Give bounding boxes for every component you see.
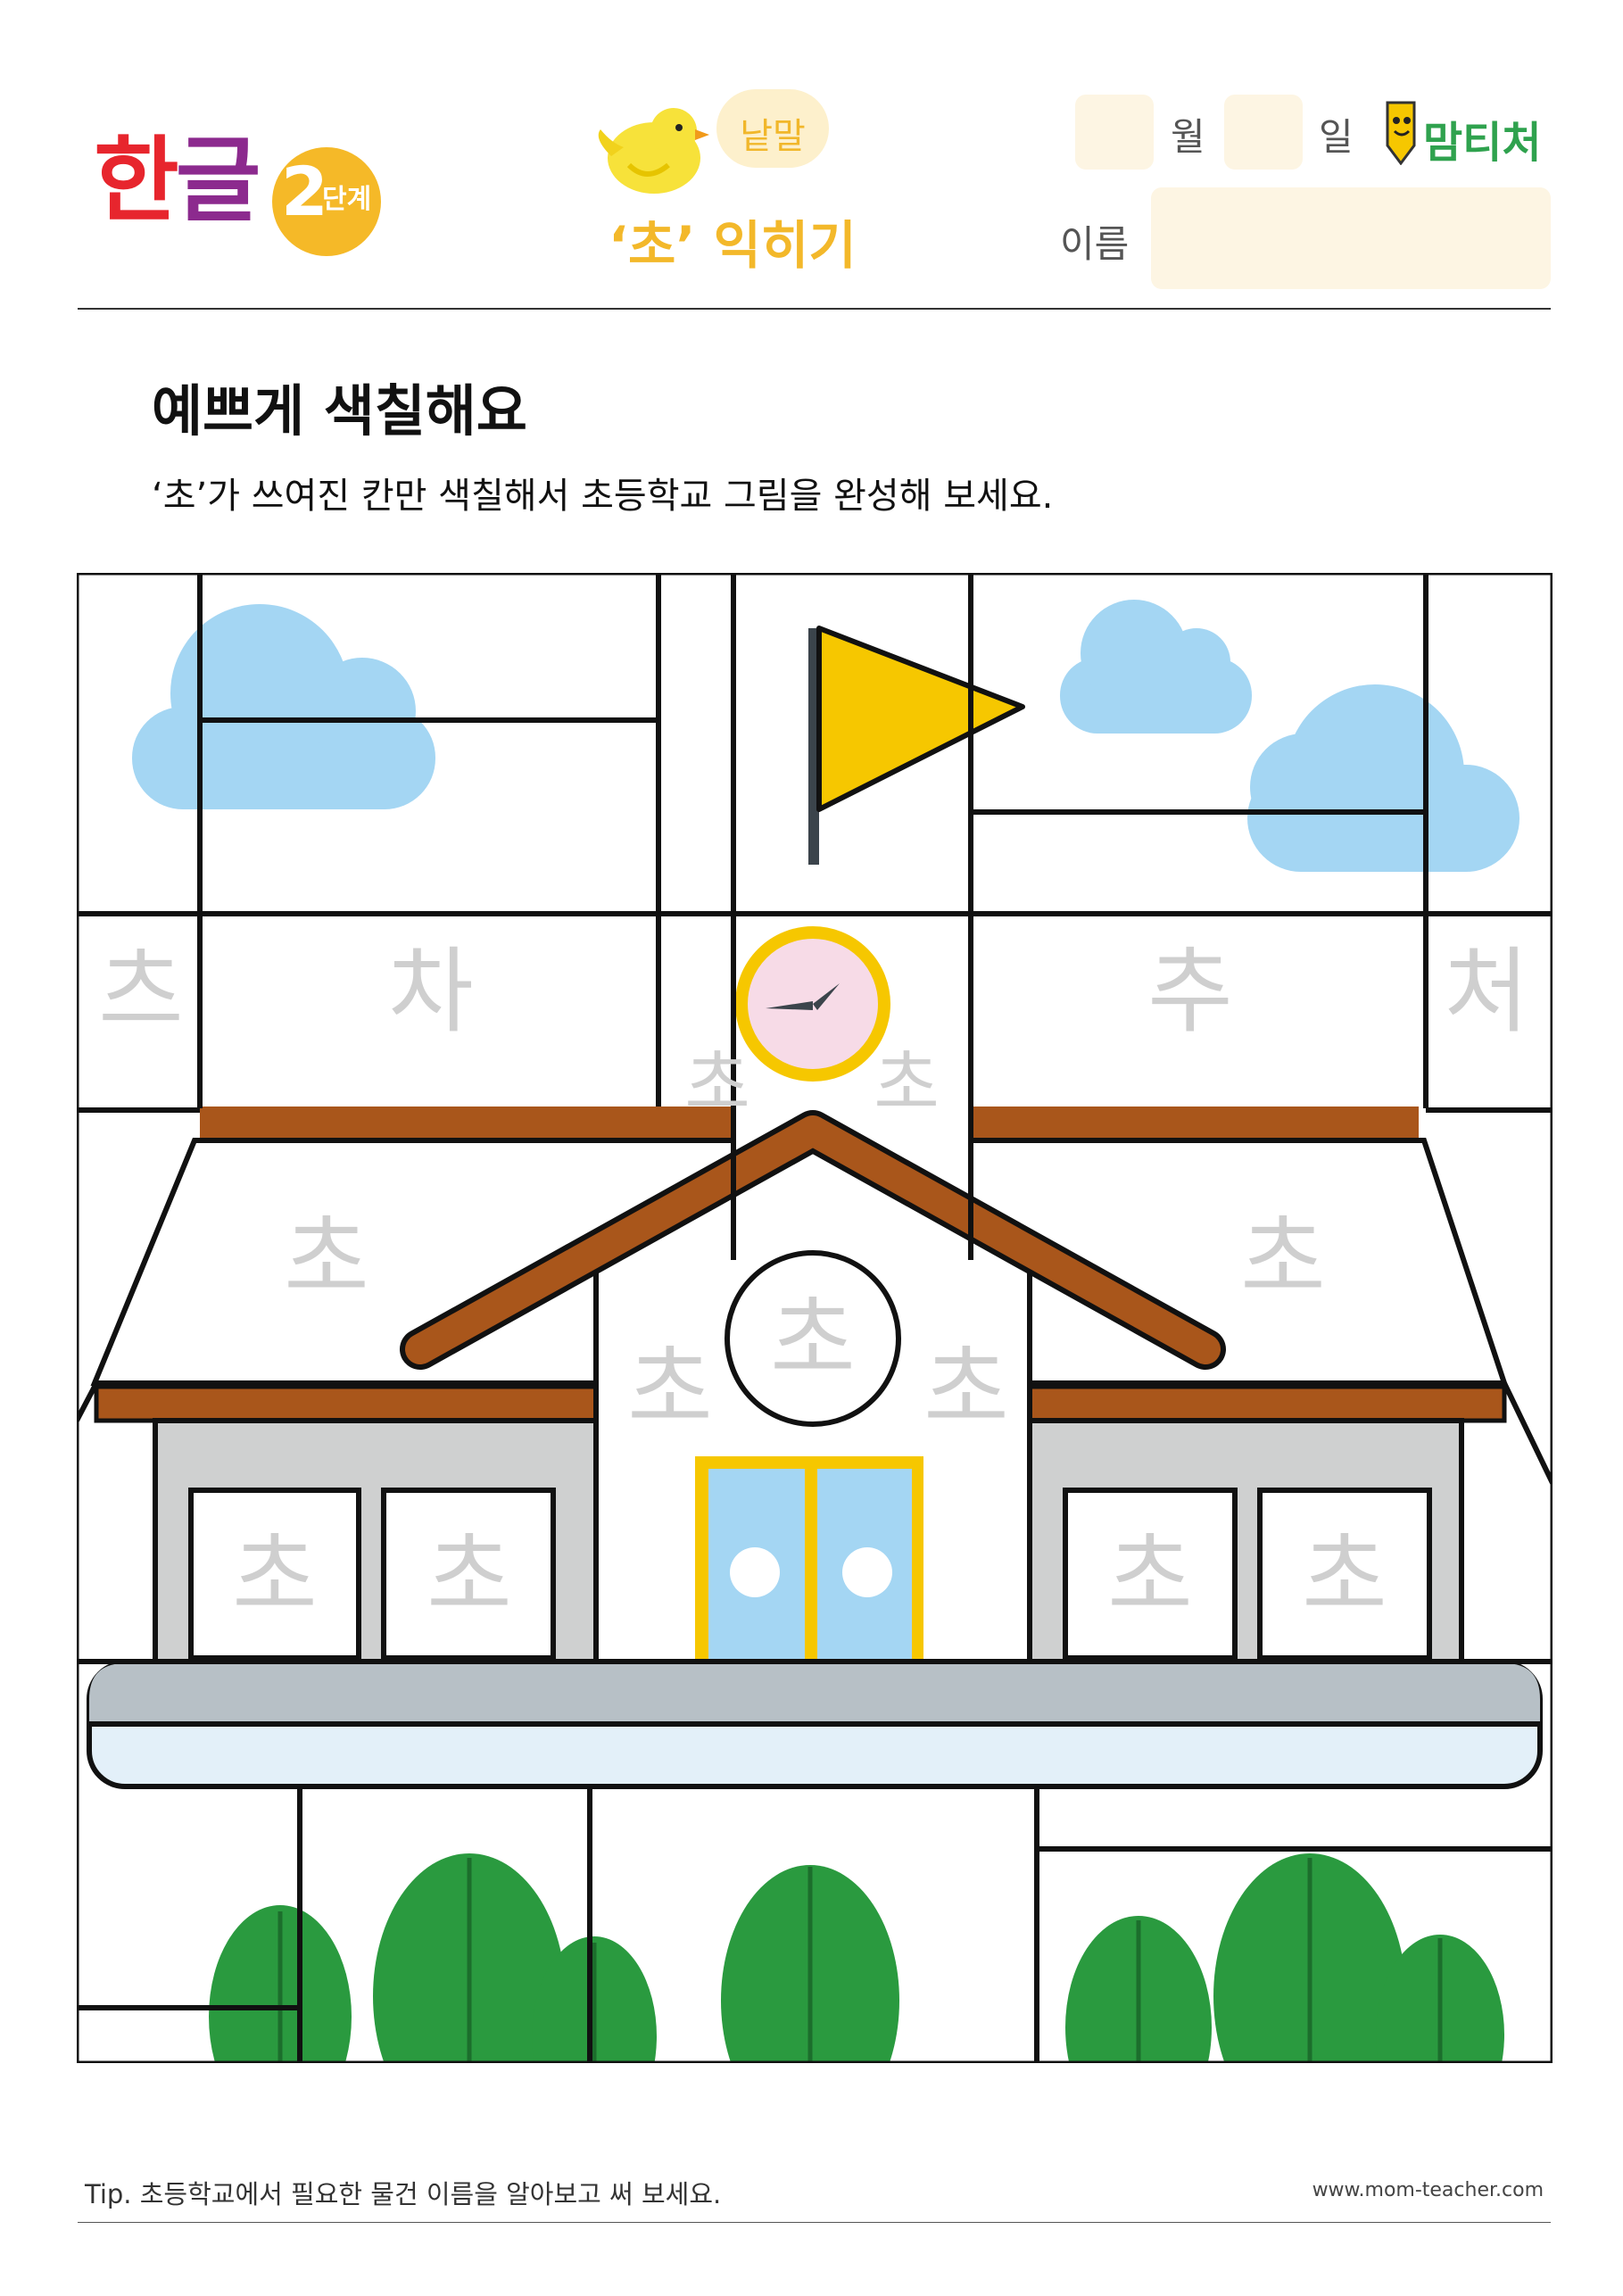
header-divider (78, 308, 1551, 310)
day-field[interactable] (1224, 95, 1303, 170)
day-label: 일 (1319, 115, 1354, 159)
logo-geul: 글 (175, 126, 261, 235)
footer-divider (78, 2222, 1551, 2223)
name-label: 이름 (1060, 222, 1130, 266)
cell-label: 추 (1147, 937, 1233, 1046)
cell-label: 초 (1107, 1521, 1193, 1630)
level-number: 2 (281, 152, 328, 231)
cell-label: 초 (874, 1042, 940, 1125)
cell-label: 차 (388, 937, 474, 1046)
coloring-puzzle: 츠 차 추 처 초 초 초 초 초 초 초 초 초 초 초 (77, 573, 1553, 2063)
footer-tip: Tip. 초등학교에서 필요한 물건 이름을 알아보고 써 보세요. (85, 2179, 722, 2209)
window (381, 1488, 556, 1661)
activity-title: 예쁘게 색칠해요 (152, 378, 527, 443)
logo-han: 한 (94, 126, 179, 235)
month-label: 월 (1171, 115, 1205, 159)
upper-eave-left (200, 1107, 733, 1140)
cell-label: 초 (770, 1285, 856, 1394)
category-tag: 낱말 (740, 116, 806, 157)
activity-instruction: ‘초’가 쓰여진 칸만 색칠해서 초등학교 그림을 완성해 보세요. (152, 476, 1054, 517)
cloud-left (132, 604, 435, 809)
round-window (725, 1250, 901, 1427)
lower-eave-right (966, 1384, 1507, 1423)
month-field[interactable] (1075, 95, 1154, 170)
cell-label: 츠 (98, 937, 184, 1046)
upper-eave-right (971, 1107, 1419, 1140)
cell-label: 초 (284, 1204, 369, 1313)
puzzle-grid (77, 573, 1553, 2063)
lesson-title: ‘초’ 익히기 (609, 215, 857, 276)
pencil-mascot-icon (1386, 101, 1416, 165)
window (1063, 1488, 1238, 1661)
cell-label: 초 (426, 1521, 512, 1630)
logo-title: 한글 (94, 134, 261, 227)
cloud-top-right (1060, 600, 1252, 734)
cloud-right (1247, 684, 1519, 872)
cell-label: 초 (684, 1042, 750, 1125)
cell-label: 초 (923, 1334, 1009, 1443)
category-tag-bg (716, 89, 829, 168)
window (188, 1488, 361, 1661)
brand-logo: 맘티처 (1423, 118, 1542, 168)
level-badge: 2 단계 (272, 147, 381, 256)
lower-eave-left (94, 1384, 679, 1423)
level-unit: 단계 (322, 184, 372, 215)
cell-label: 초 (232, 1521, 318, 1630)
name-field[interactable] (1151, 187, 1551, 289)
bushes (209, 1853, 1504, 2063)
cell-label: 초 (627, 1334, 713, 1443)
window (1257, 1488, 1432, 1661)
cell-label: 처 (1444, 937, 1529, 1046)
cell-label: 초 (1240, 1204, 1326, 1313)
flag (816, 626, 1025, 812)
chick-icon (598, 108, 709, 194)
footer-url[interactable]: www.mom-teacher.com (1312, 2179, 1544, 2201)
puzzle-frame (77, 573, 1553, 2063)
center-roof (405, 1115, 1221, 1364)
cell-label: 초 (1302, 1521, 1387, 1630)
syllable-labels: 츠 차 추 처 초 초 초 초 초 초 초 초 초 초 초 (98, 937, 1529, 1630)
